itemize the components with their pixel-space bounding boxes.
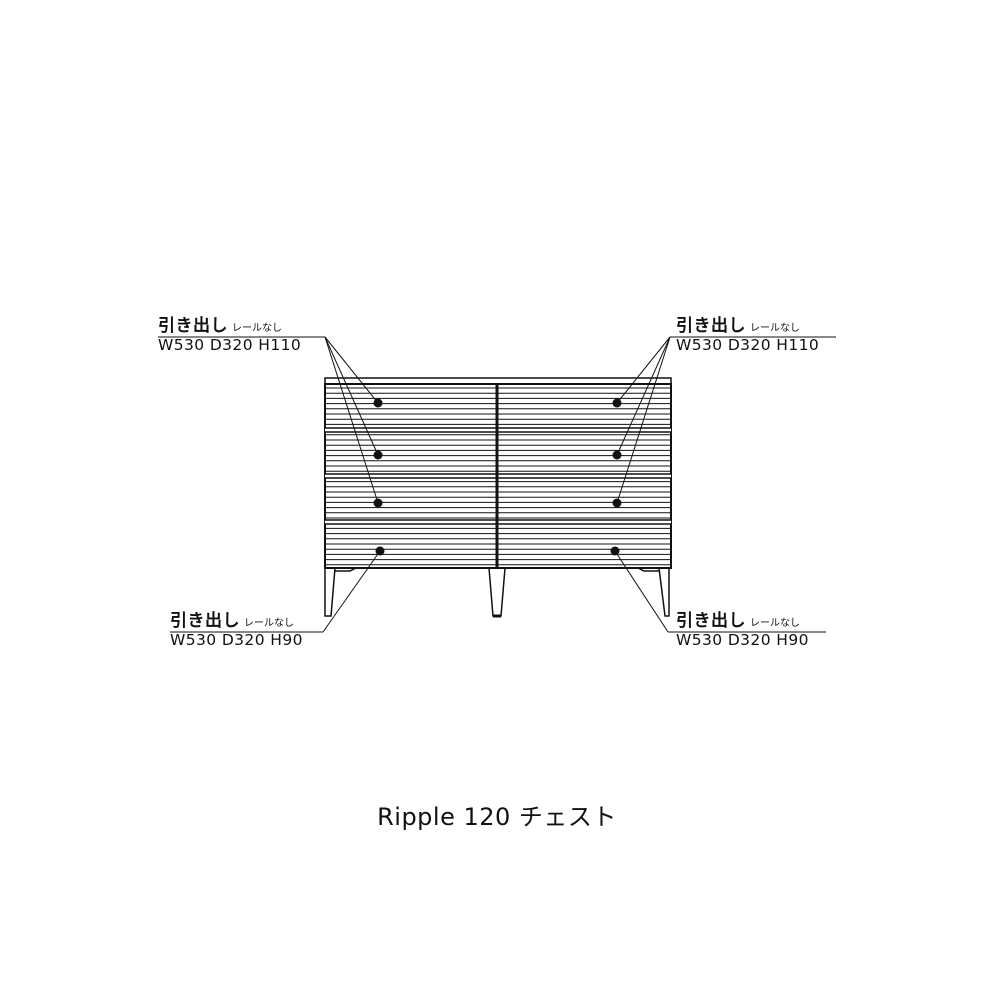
leader-line — [614, 550, 669, 633]
leader-line — [322, 550, 381, 633]
leg-center — [488, 567, 506, 617]
label-title: 引き出し — [158, 316, 228, 336]
label-dimensions: W530 D320 H110 — [158, 336, 302, 354]
label-bottom-right: 引き出しレールなし W530 D320 H90 — [676, 613, 809, 649]
label-bottom-left: 引き出しレールなし W530 D320 H90 — [170, 613, 303, 649]
label-note: レールなし — [244, 618, 294, 629]
label-note: レールなし — [750, 618, 800, 629]
leader-line — [616, 336, 671, 456]
leg-left — [324, 567, 336, 617]
product-caption: Ripple 120 チェスト — [377, 803, 617, 831]
leader-line — [616, 336, 671, 504]
drawer-separators — [325, 384, 671, 568]
label-title: 引き出し — [676, 316, 746, 336]
leg-right — [658, 567, 670, 617]
label-title: 引き出し — [676, 611, 746, 631]
label-top-left: 引き出しレールなし W530 D320 H110 — [158, 318, 301, 354]
label-top-right: 引き出しレールなし W530 D320 H110 — [676, 318, 819, 354]
leader-lines — [322, 336, 671, 633]
leader-line — [324, 336, 379, 504]
leader-line — [324, 336, 379, 404]
label-dimensions: W530 D320 H90 — [676, 631, 809, 649]
label-note: レールなし — [750, 323, 800, 334]
leader-line — [324, 336, 379, 456]
label-dimensions: W530 D320 H90 — [170, 631, 303, 649]
label-title: 引き出し — [170, 611, 240, 631]
leg-bracket-right — [637, 567, 659, 572]
label-note: レールなし — [232, 323, 282, 334]
label-dimensions: W530 D320 H110 — [676, 336, 820, 354]
leader-line — [616, 336, 671, 404]
leg-bracket-left — [335, 567, 357, 572]
